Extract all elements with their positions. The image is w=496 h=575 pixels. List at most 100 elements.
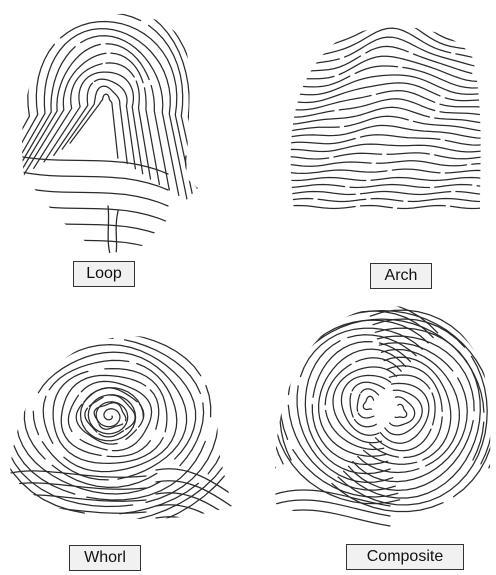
ridge-line <box>44 72 143 174</box>
ridge-line <box>477 186 486 188</box>
ridge-line <box>286 170 387 173</box>
ridge-line <box>355 420 377 427</box>
ridge-line <box>112 102 118 158</box>
ridge-line <box>22 172 168 190</box>
ridge-line <box>286 162 371 166</box>
ridge-line <box>352 382 384 391</box>
ridge-line <box>395 404 407 417</box>
ridge-line <box>270 303 370 468</box>
arch-label: Arch <box>370 263 432 289</box>
ridge-line <box>371 199 403 202</box>
ridge-line <box>151 86 169 190</box>
ridge-line <box>456 54 486 61</box>
ridge-line <box>286 59 339 68</box>
ridge-line <box>445 170 486 173</box>
ridge-line <box>286 76 350 87</box>
ridge-line <box>81 36 179 196</box>
ridge-line <box>25 328 51 338</box>
ridge-line <box>185 156 196 186</box>
ridge-line <box>286 199 313 202</box>
ridge-line <box>384 357 451 460</box>
ridge-line <box>6 507 146 513</box>
ridge-line <box>286 213 334 216</box>
ridge-line <box>390 397 415 426</box>
ridge-line <box>435 185 472 188</box>
ridge-line <box>358 413 374 418</box>
ridge-line <box>435 155 486 159</box>
ridge-line <box>286 36 334 46</box>
ridge-line <box>6 328 104 403</box>
ridge-line <box>108 206 110 254</box>
ridge-line <box>270 296 494 491</box>
ridge-line <box>339 213 434 216</box>
ridge-line <box>6 519 146 525</box>
ridge-line <box>350 394 353 418</box>
ridge-line <box>286 192 355 195</box>
ridge-line <box>24 53 106 175</box>
ridge-line <box>286 144 486 152</box>
ridge-line <box>107 441 150 457</box>
ridge-line <box>440 112 486 117</box>
ridge-line <box>389 375 430 389</box>
ridge-line <box>286 76 334 81</box>
composite-fingerprint-icon <box>270 296 494 536</box>
ridge-line <box>34 220 168 238</box>
ridge-line <box>477 74 486 75</box>
ridge-line <box>385 390 422 435</box>
ridge-line <box>286 83 440 103</box>
whorl-fingerprint-icon <box>6 328 236 528</box>
ridge-line <box>54 83 93 155</box>
ridge-line <box>286 157 329 160</box>
ridge-line <box>392 20 486 53</box>
ridge-line <box>451 206 486 208</box>
ridge-line <box>398 206 446 209</box>
ridge-line <box>283 319 484 412</box>
ridge-line <box>318 199 366 201</box>
ridge-line <box>18 6 75 219</box>
ridge-line <box>106 44 149 80</box>
arch-fingerprint-drawing <box>286 20 486 220</box>
ridge-line <box>286 139 355 145</box>
ridge-line <box>364 396 374 404</box>
ridge-line <box>445 140 486 145</box>
ridge-line <box>319 349 406 456</box>
ridge-line <box>125 340 201 394</box>
ridge-line <box>286 220 440 221</box>
ridge-line <box>26 188 168 206</box>
ridge-line <box>6 471 146 477</box>
ridge-line <box>286 56 361 75</box>
ridge-line <box>361 389 379 395</box>
ridge-line <box>156 469 234 496</box>
loop-fingerprint-icon <box>18 6 218 256</box>
ridge-line <box>376 161 466 166</box>
whorl-fingerprint-drawing <box>6 328 236 528</box>
ridge-line <box>472 164 486 165</box>
ridge-line <box>57 13 141 33</box>
ridge-line <box>333 367 396 443</box>
whorl-label: Whorl <box>69 545 141 571</box>
ridge-line <box>371 178 486 181</box>
ridge-line <box>339 20 381 34</box>
ridge-line <box>18 156 168 174</box>
ridge-line <box>487 296 494 495</box>
ridge-line <box>432 393 435 425</box>
ridge-line <box>408 199 486 202</box>
ridge-line <box>361 192 451 195</box>
arch-fingerprint-icon <box>286 20 486 220</box>
ridge-line <box>376 429 432 451</box>
loop-fingerprint-drawing <box>18 6 218 256</box>
ridge-line <box>33 411 38 434</box>
ridge-line <box>435 118 486 124</box>
ridge-line <box>30 204 168 222</box>
ridge-line <box>440 213 486 216</box>
ridge-line <box>345 116 409 126</box>
ridge-line <box>270 311 286 480</box>
ridge-line <box>456 192 486 195</box>
ridge-line <box>206 386 211 417</box>
ridge-line <box>286 127 339 131</box>
ridge-line <box>116 211 118 254</box>
ridge-line <box>286 111 334 118</box>
ridge-line <box>356 358 401 371</box>
ridge-line <box>38 352 186 479</box>
ridge-line <box>270 296 490 309</box>
